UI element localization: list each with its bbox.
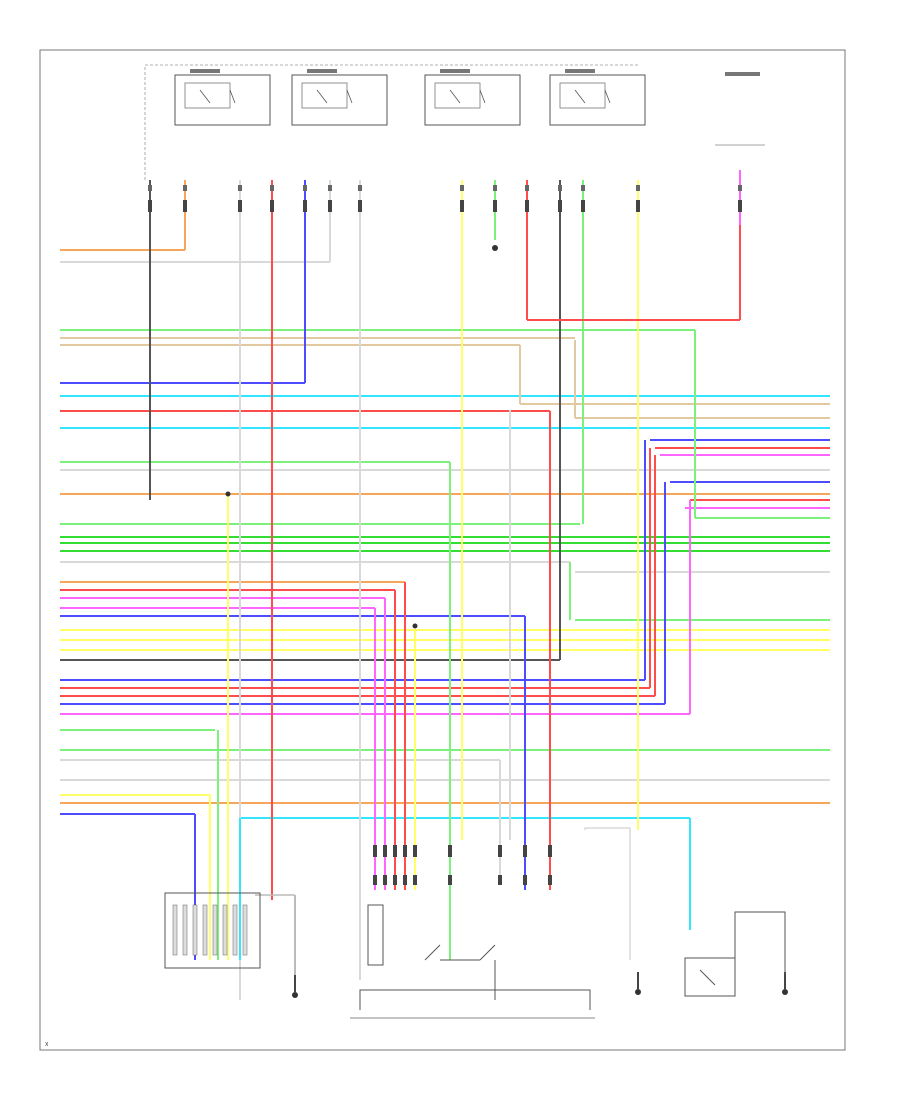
connector-pin-lower-6: [498, 875, 502, 885]
connector-pin-bottom-3: [403, 845, 407, 857]
connector-pin-top-9: [525, 200, 529, 212]
connector-pin-top-cap-8: [493, 185, 497, 191]
module-pin-1: [182, 904, 188, 956]
relay-box-3: [549, 74, 646, 126]
switch-contact-b: [479, 944, 496, 961]
connector-pin-top-cap-11: [581, 185, 585, 191]
shield-dashed-line: [144, 64, 640, 180]
connector-pin-bottom-0: [373, 845, 377, 857]
splice-point-b: [412, 623, 418, 629]
connector-pin-top-cap-1: [183, 185, 187, 191]
connector-pin-top-13: [738, 200, 742, 212]
connector-pin-top-cap-6: [358, 185, 362, 191]
connector-pin-top-cap-9: [525, 185, 529, 191]
connector-pin-bottom-5: [448, 845, 452, 857]
relay-coil-3: [559, 82, 606, 109]
footer-code: X: [45, 1042, 49, 1048]
connector-pin-top-10: [558, 200, 562, 212]
ground-symbol-top: [492, 245, 498, 251]
connector-pin-top-4: [303, 200, 307, 212]
connector-pin-bottom-4: [413, 845, 417, 857]
connector-pin-top-cap-3: [270, 185, 274, 191]
relay-contact-3: [574, 89, 586, 104]
connector-pin-top-cap-2: [238, 185, 242, 191]
diagram-frame: [39, 49, 846, 1051]
relay-contact-1: [316, 89, 328, 104]
connector-pin-top-0: [148, 200, 152, 212]
switch-contact-a: [424, 944, 441, 961]
relay-coil-2: [434, 82, 481, 109]
module-pin-5: [222, 904, 228, 956]
relay-label-bar-1: [307, 69, 337, 73]
connector-pin-top-cap-4: [303, 185, 307, 191]
connector-pin-lower-0: [373, 875, 377, 885]
connector-pin-top-6: [358, 200, 362, 212]
connector-pin-top-12: [636, 200, 640, 212]
connector-pin-top-3: [270, 200, 274, 212]
relay-box-0: [174, 74, 271, 126]
relay-contact-b-2: [479, 89, 486, 104]
relay-contact-b-0: [229, 89, 236, 104]
connector-pin-top-cap-0: [148, 185, 152, 191]
relay-label-bar-3: [565, 69, 595, 73]
connector-pin-lower-5: [448, 875, 452, 885]
connector-pin-top-7: [460, 200, 464, 212]
switch-coil: [367, 904, 384, 966]
connector-pin-top-cap-7: [460, 185, 464, 191]
connector-pin-top-cap-10: [558, 185, 562, 191]
connector-pin-lower-3: [403, 875, 407, 885]
module-pin-0: [172, 904, 178, 956]
connector-pin-top-8: [493, 200, 497, 212]
relay-label-bar-2: [440, 69, 470, 73]
module-pin-2: [192, 904, 198, 956]
module-box-left: [164, 892, 261, 969]
relay-coil-0: [184, 82, 231, 109]
vertical-wire-white-link: [584, 827, 631, 960]
connector-pin-top-2: [238, 200, 242, 212]
relay-bottom-contact: [699, 969, 716, 986]
module-pin-3: [202, 904, 208, 956]
connector-pin-bottom-6: [498, 845, 502, 857]
connector-pin-lower-1: [383, 875, 387, 885]
connector-pin-top-5: [328, 200, 332, 212]
connector-pin-top-cap-12: [636, 185, 640, 191]
ground-symbol-1: [635, 989, 641, 995]
connector-pin-lower-2: [393, 875, 397, 885]
module-pin-6: [232, 904, 238, 956]
relay-contact-b-3: [604, 89, 611, 104]
relay-contact-b-1: [346, 89, 353, 104]
wire-layer: [60, 170, 830, 1000]
ground-symbol-0: [292, 992, 298, 998]
module-pin-7: [242, 904, 248, 956]
relay-contact-2: [449, 89, 461, 104]
relay-contact-0: [199, 89, 211, 104]
connector-pin-top-cap-13: [738, 185, 742, 191]
relay-bottom-lead: [734, 911, 786, 975]
splice-point-a: [225, 491, 231, 497]
connector-pin-top-1: [183, 200, 187, 212]
component-layer: [144, 64, 788, 1019]
connector-pin-lower-7: [523, 875, 527, 885]
ground-symbol-2: [782, 989, 788, 995]
connector-pin-bottom-7: [523, 845, 527, 857]
connector-pin-bottom-1: [383, 845, 387, 857]
relay-label-bar-0: [190, 69, 220, 73]
relay-box-1: [291, 74, 388, 126]
relay-box-bottom: [684, 957, 736, 997]
connector-pin-top-cap-5: [328, 185, 332, 191]
connector-pin-bottom-2: [393, 845, 397, 857]
connector-pin-lower-4: [413, 875, 417, 885]
switch-frame: [359, 989, 591, 1010]
connector-pin-lower-8: [548, 875, 552, 885]
connector-pin-top-11: [581, 200, 585, 212]
relay-box-2: [424, 74, 521, 126]
connector-pin-bottom-8: [548, 845, 552, 857]
fuse-label-bar: [725, 72, 760, 76]
module-pin-4: [212, 904, 218, 956]
relay-coil-1: [301, 82, 348, 109]
